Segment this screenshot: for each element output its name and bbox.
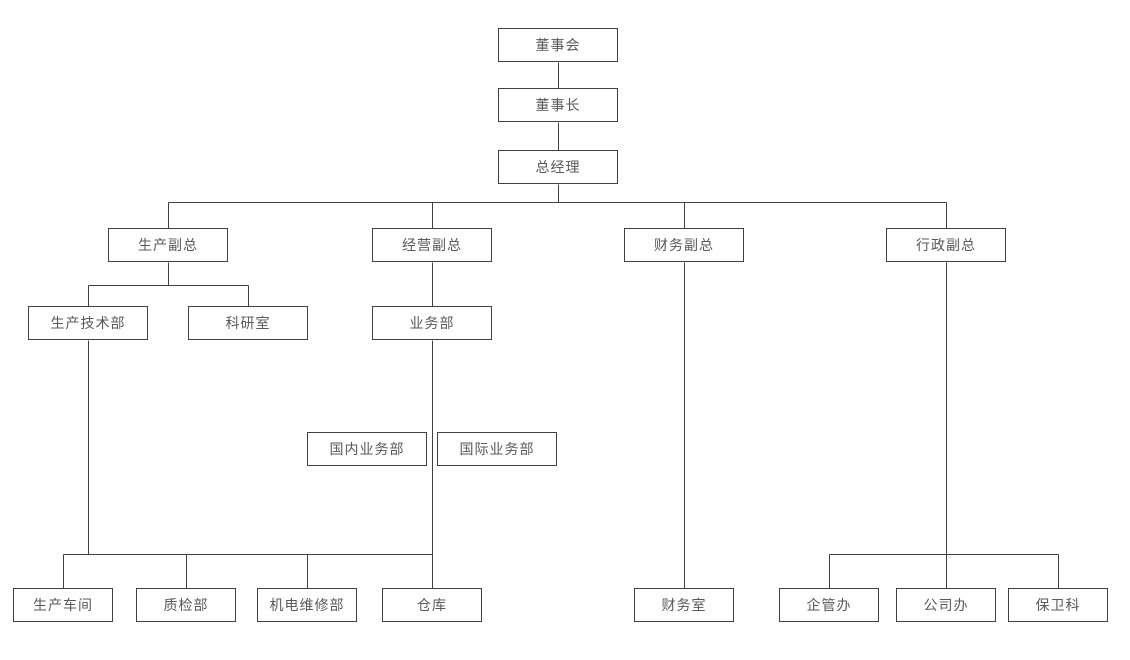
org-node-production-tech-dept: 生产技术部 <box>28 306 148 340</box>
org-node-warehouse: 仓库 <box>382 588 482 622</box>
org-node-business-dept: 业务部 <box>372 306 492 340</box>
org-node-quality-inspection: 质检部 <box>136 588 236 622</box>
org-node-finance-office: 财务室 <box>634 588 734 622</box>
org-node-vp-operations: 经营副总 <box>372 228 492 262</box>
org-node-security-section: 保卫科 <box>1008 588 1108 622</box>
org-node-maintenance-dept: 机电维修部 <box>257 588 357 622</box>
org-node-vp-production: 生产副总 <box>108 228 228 262</box>
org-node-research-office: 科研室 <box>188 306 308 340</box>
org-node-intl-business-dept: 国际业务部 <box>437 432 557 466</box>
org-node-chairman: 董事长 <box>498 88 618 122</box>
org-node-production-workshop: 生产车间 <box>13 588 113 622</box>
org-node-company-office: 公司办 <box>896 588 996 622</box>
org-node-vp-finance: 财务副总 <box>624 228 744 262</box>
org-node-domestic-business-dept: 国内业务部 <box>307 432 427 466</box>
org-node-enterprise-mgmt-office: 企管办 <box>779 588 879 622</box>
org-node-general-manager: 总经理 <box>498 150 618 184</box>
org-node-vp-admin: 行政副总 <box>886 228 1006 262</box>
org-node-board: 董事会 <box>498 28 618 62</box>
